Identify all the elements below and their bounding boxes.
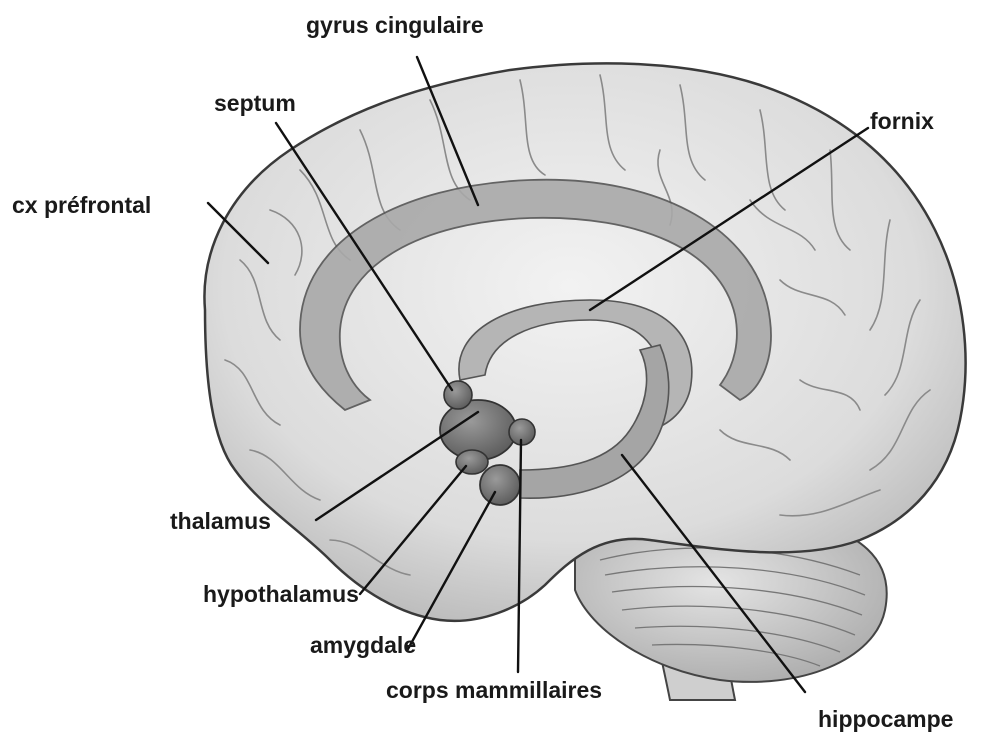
label-fornix: fornix [870,110,934,133]
label-corps-mammillaires: corps mammillaires [386,679,602,702]
label-thalamus: thalamus [170,510,271,533]
label-hippocampe: hippocampe [818,708,953,731]
label-cx-prefrontal: cx préfrontal [12,194,151,217]
label-gyrus-cingulaire: gyrus cingulaire [306,14,484,37]
label-hypothalamus: hypothalamus [203,583,359,606]
amygdala [480,465,520,505]
label-amygdale: amygdale [310,634,416,657]
label-septum: septum [214,92,296,115]
